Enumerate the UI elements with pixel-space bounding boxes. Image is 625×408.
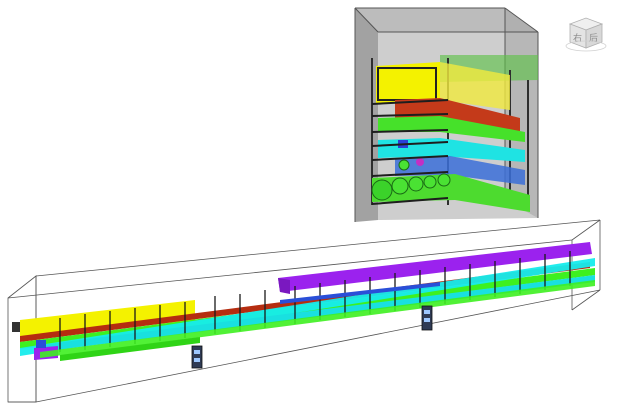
enclosure-top	[355, 8, 538, 32]
tunnel-end-panel	[12, 322, 20, 332]
cable-tray-yellow-back	[440, 62, 510, 110]
pipe-bundle-green	[371, 159, 530, 212]
support-brackets	[371, 99, 449, 205]
utility-tunnel-model	[7, 219, 601, 403]
tunnel-cable-tray-purple	[278, 242, 592, 292]
tunnel-end-panel-2	[36, 340, 46, 348]
view-cube[interactable]: 右 后	[565, 17, 607, 52]
pipe-magenta-fitting	[416, 158, 424, 166]
tunnel-hangers	[59, 251, 571, 352]
tunnel-wireframe	[7, 219, 601, 403]
tunnel-cyan-lower	[40, 275, 595, 352]
cable-tray-red	[395, 98, 520, 132]
pipe-blue	[395, 156, 525, 185]
tunnel-cable-tray-yellow	[20, 300, 195, 340]
tunnel-pipe-green-front	[60, 337, 200, 361]
section-detail-view	[354, 7, 539, 222]
equipment-cabinet-1	[191, 345, 203, 369]
tunnel-pipe-green	[40, 280, 595, 358]
equipment-cabinet-2	[421, 305, 433, 331]
cable-tray-yellow	[376, 62, 440, 104]
pipe-green-level-2	[378, 116, 525, 142]
view-cube-compass-ring	[565, 40, 607, 52]
tunnel-purple-end	[278, 278, 290, 294]
view-cube-face-right-label: 后	[589, 33, 598, 44]
tunnel-pipe-blue	[280, 282, 440, 304]
view-cube-face-left-label: 右	[573, 32, 582, 44]
